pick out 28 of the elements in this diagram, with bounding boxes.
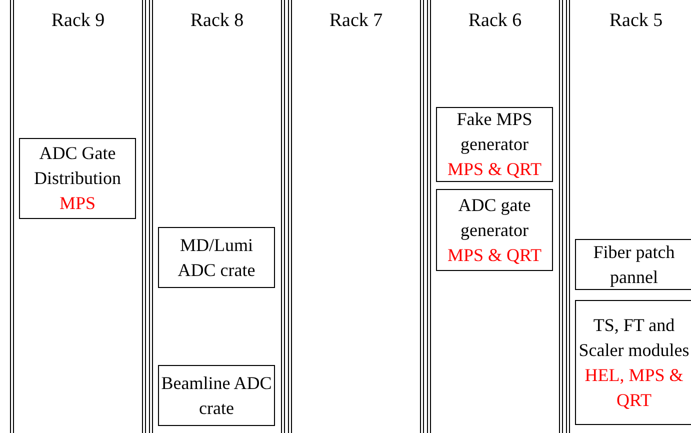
module-box (436, 107, 553, 182)
rack-column (149, 0, 285, 433)
module-box (575, 300, 691, 425)
rack-column (10, 0, 146, 433)
signal-label: MPS (58, 192, 97, 215)
module-label: MD/Lumi ADC crate (176, 234, 256, 282)
rack-column (288, 0, 424, 433)
module-label: Fiber patch pannel (592, 240, 676, 289)
rack-title: Rack 8 (189, 10, 245, 32)
module-label: Fake MPS generator (456, 108, 534, 156)
module-label: TS, FT and Scaler modules (578, 314, 690, 362)
module-box (19, 138, 136, 219)
module-label: ADC Gate Distribution (32, 142, 122, 190)
rack-column (427, 0, 563, 433)
module-box (575, 239, 691, 290)
signal-label: MPS & QRT (446, 244, 542, 266)
signal-label: HEL, MPS & QRT (584, 364, 684, 412)
module-box (158, 365, 275, 426)
rack-title: Rack 6 (467, 10, 523, 32)
module-label: Beamline ADC crate (161, 372, 272, 420)
module-label: ADC gate generator (457, 194, 532, 242)
rack-column (566, 0, 691, 433)
rack-title: Rack 5 (608, 10, 664, 32)
rack-title: Rack 7 (328, 10, 384, 32)
signal-label: MPS & QRT (446, 158, 542, 181)
module-box (436, 189, 553, 271)
module-box (158, 227, 275, 288)
rack-title: Rack 9 (50, 10, 106, 32)
